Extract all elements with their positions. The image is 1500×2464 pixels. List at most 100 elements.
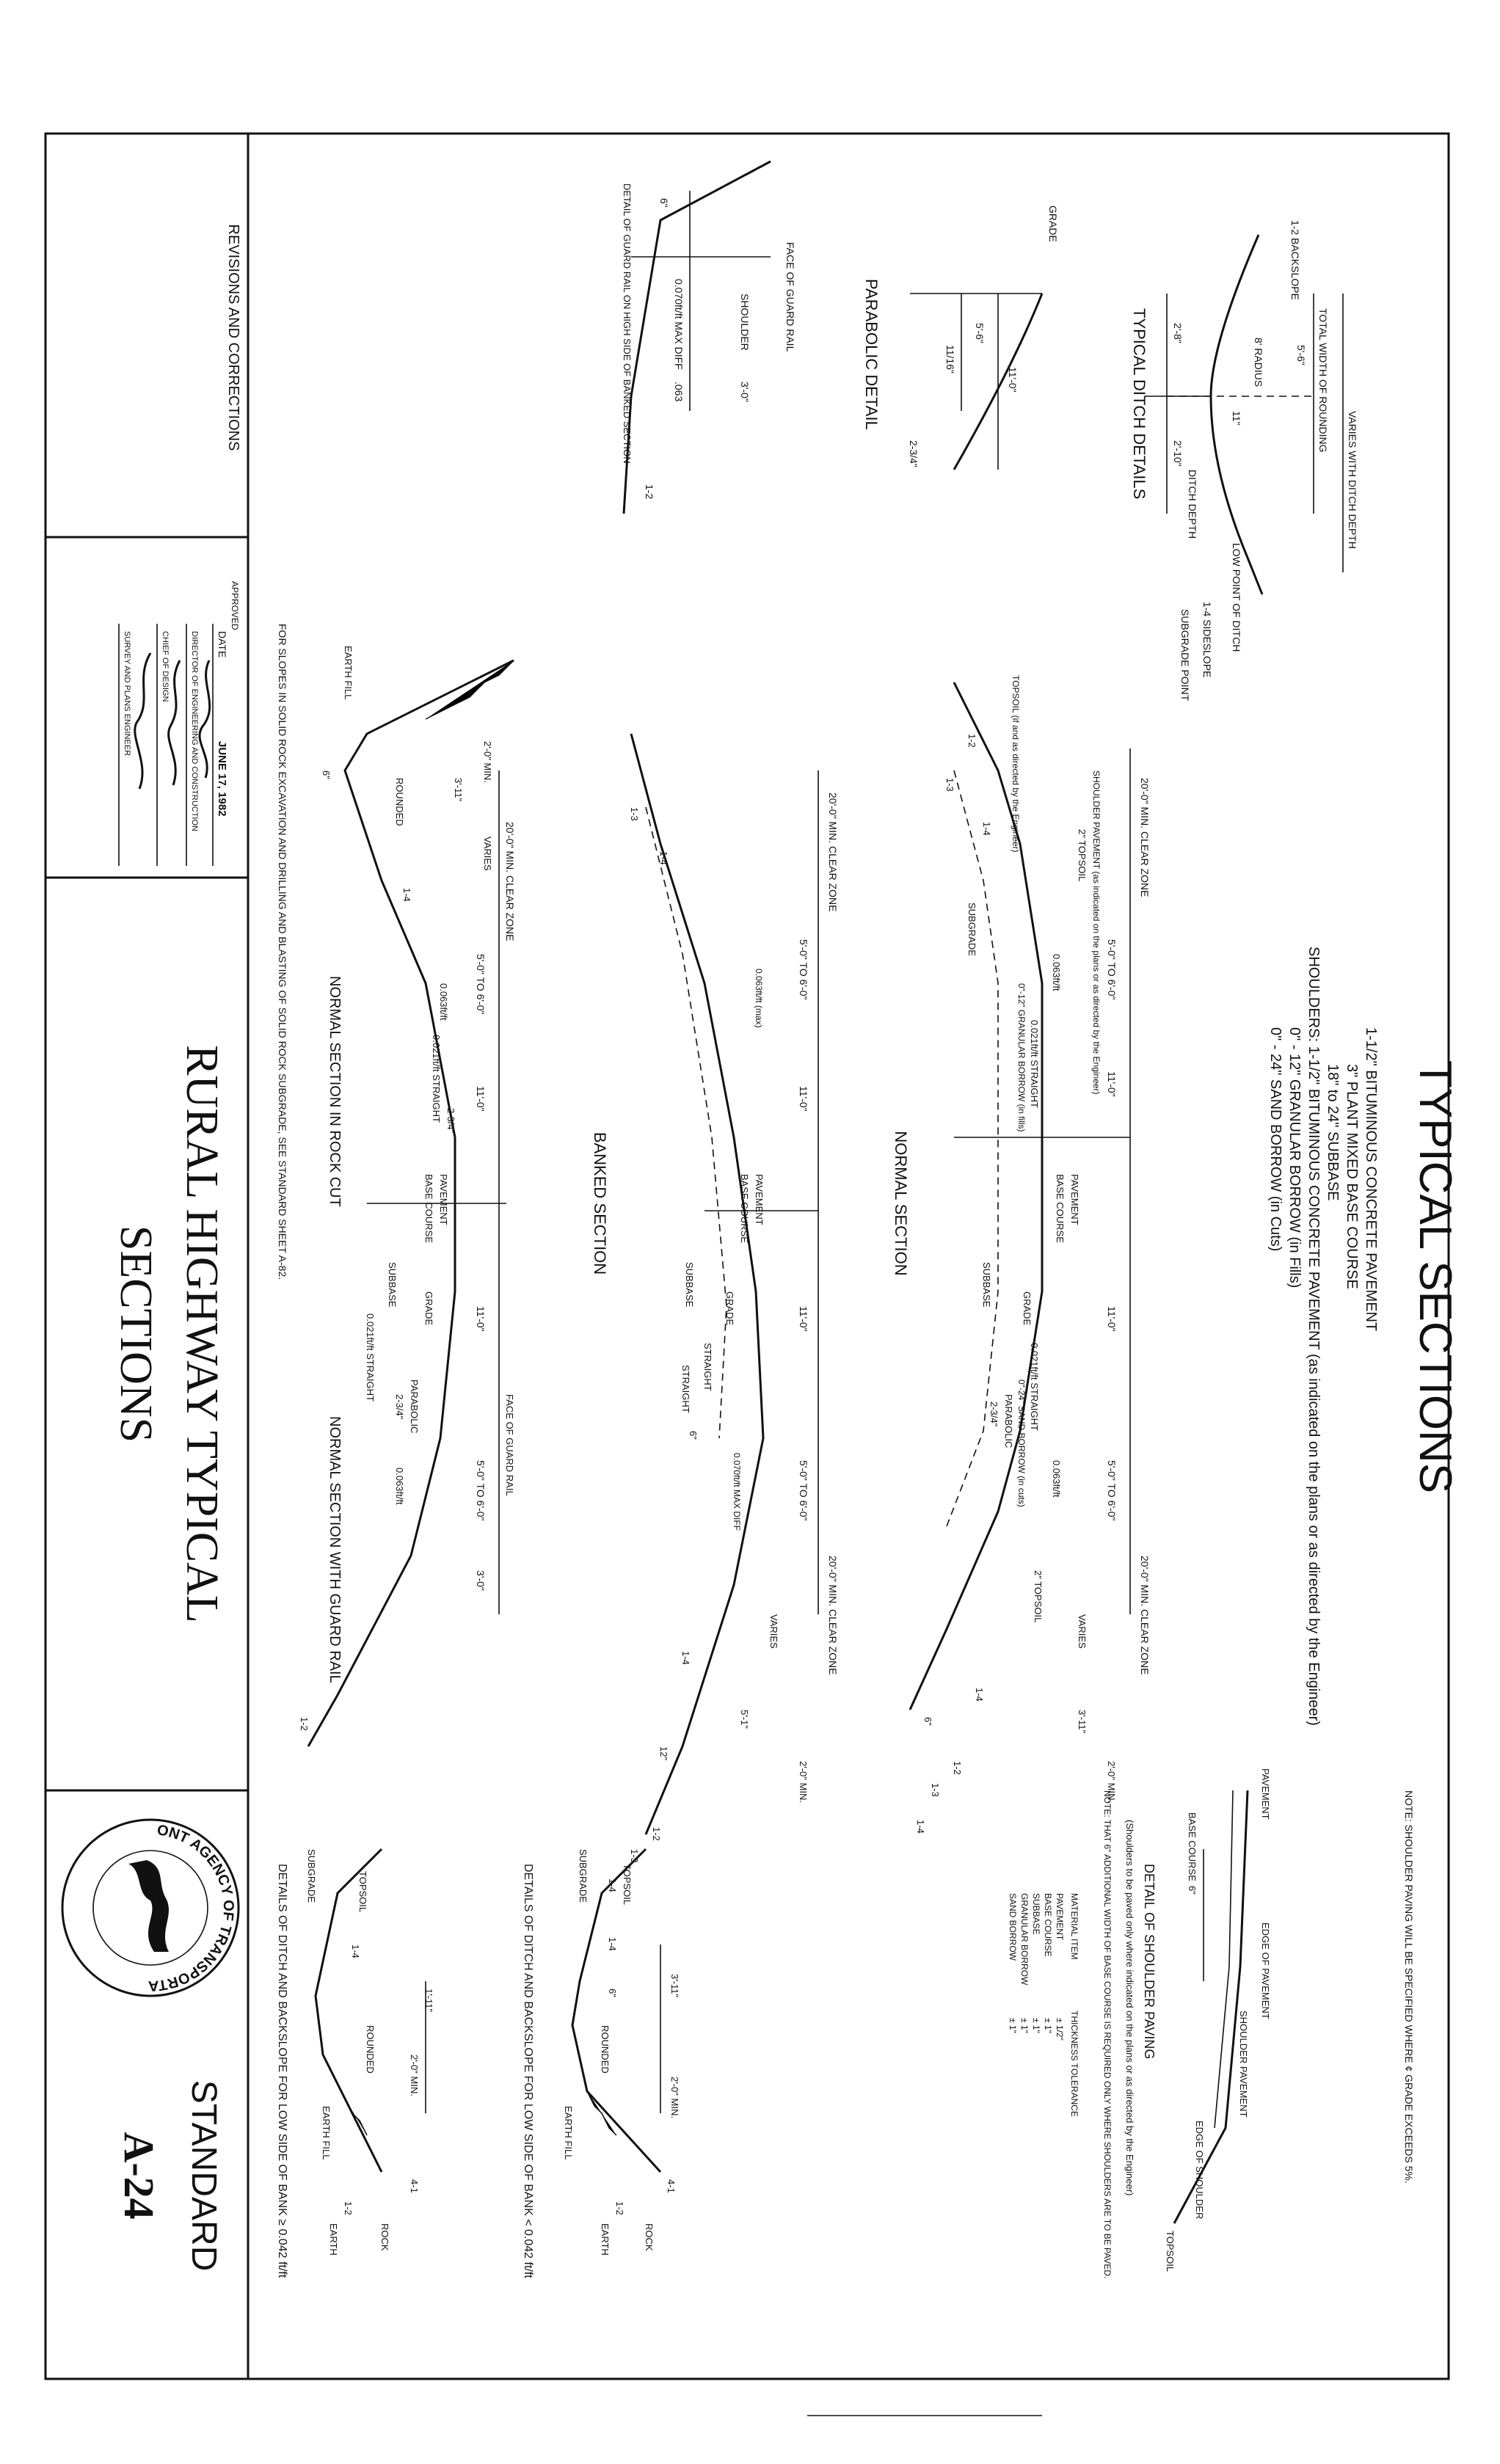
gr-lane: 11'-0"	[475, 1306, 487, 1332]
sp-topsoil: TOPSOIL	[1165, 2231, 1176, 2272]
bs-slope-1-4-right: 1-4	[680, 1651, 691, 1665]
table-row-base-tol: ± 1"	[1043, 2018, 1053, 2033]
sheet-border	[44, 132, 1450, 2380]
guard-rail-section-title: NORMAL SECTION WITH GUARD RAIL	[327, 1416, 343, 1683]
ns-2-3-4: 2-3/4"	[989, 1402, 1000, 1427]
table-row-granular: GRANULAR BORROW	[1019, 1893, 1030, 1986]
bs-5-1: 5'-1"	[739, 1710, 750, 1729]
bs-max-diff: 0.070ft/ft MAX DIFF	[732, 1453, 742, 1531]
bs-slope-1-4-ditch: 1-4	[607, 1878, 618, 1892]
bs-pavement: PAVEMENT	[754, 1174, 765, 1225]
bs-slope-063: 0.063ft/ft (max)	[754, 969, 764, 1028]
sp-base-course: BASE COURSE	[1187, 1812, 1198, 1881]
table-header-item: MATERIAL ITEM	[1069, 1893, 1080, 1960]
bs-slope-1-3-left: 1-3	[629, 807, 640, 821]
ns-2ft-min: 2'-0" MIN.	[1106, 1761, 1117, 1803]
bs-slope-1-4-left: 1-4	[658, 851, 669, 865]
ns-slope-1-4-ditch: 1-4	[915, 1820, 926, 1834]
rc-2-3-4: 2-3/4"	[445, 1108, 456, 1134]
table-row-sand: SAND BORROW	[1008, 1893, 1018, 1961]
ns-slope-1-4-left: 1-4	[981, 822, 992, 836]
gr-slope-1-2: 1-2	[299, 1717, 310, 1731]
label-5-6: 5'-6"	[1295, 345, 1307, 365]
shoulder-paving-title: DETAIL OF SHOULDER PAVING	[1142, 1864, 1157, 2059]
parabolic-11-16: 11/16"	[944, 345, 956, 373]
label-2-10: 2'-10"	[1172, 440, 1184, 467]
main-title: TYPICAL SECTIONS	[1410, 1060, 1460, 1493]
sp-6in: 6"	[1187, 1886, 1198, 1895]
material-shoulders: SHOULDERS: 1-1/2" BITUMINOUS CONCRETE PA…	[1306, 947, 1322, 1726]
ns-lane-left: 11'-0"	[1106, 1071, 1118, 1097]
bs-clear-zone-right: 20'-0" MIN. CLEAR ZONE	[827, 1556, 839, 1674]
parabolic-detail-title: PARABOLIC DETAIL	[862, 279, 881, 430]
rc-6in: 6"	[321, 770, 332, 779]
dh-1-4: 1-4	[350, 1944, 361, 1958]
standard-number: A-24	[115, 2132, 163, 2219]
dl-rock: ROCK	[644, 2223, 655, 2251]
gr-2-3-4: 2-3/4"	[394, 1394, 405, 1420]
rock-cut-title: NORMAL SECTION IN ROCK CUT	[327, 976, 343, 1207]
ns-shoulder-left: 5'-0" TO 6'-0"	[1106, 939, 1118, 999]
ns-varies: VARIES	[1077, 1614, 1088, 1649]
gr-3ft: 3'-0"	[475, 1570, 487, 1591]
parabolic-detail: GRADE 11'-0" 5'-6" 11/16" 2-3/4" PARABOL…	[862, 205, 1059, 470]
rc-063: 0.063ft/ft	[438, 983, 449, 1021]
rc-varies: VARIES	[482, 836, 493, 871]
material-sand-borrow: 0" - 24" SAND BORROW (in Cuts)	[1267, 1027, 1284, 1251]
rc-base-course: BASE COURSE	[423, 1174, 434, 1243]
rc-earth-fill: EARTH FILL	[343, 646, 354, 699]
dh-topsoil: TOPSOIL	[357, 1871, 368, 1912]
label-total-width-rounding: TOTAL WIDTH OF ROUNDING	[1317, 308, 1329, 453]
table-header-tolerance: THICKNESS TOLERANCE	[1069, 2011, 1080, 2117]
banked-section-profile	[630, 733, 765, 1835]
dl-earth-fill: EARTH FILL	[563, 2106, 574, 2159]
bs-2ft-min: 2'-0" MIN.	[798, 1761, 809, 1803]
dl-2ft-min: 2'-0" MIN.	[669, 2077, 680, 2118]
label-backslope: 1-2 BACKSLOPE	[1289, 220, 1301, 300]
table-row-granular-tol: ± 1"	[1019, 2018, 1030, 2033]
table-row-subbase: SUBBASE	[1031, 1893, 1041, 1935]
bs-slope-1-3-right: 1-3	[629, 1849, 640, 1863]
date-value: JUNE 17, 1982	[216, 741, 228, 817]
ns-021-left: 0.021ft/ft STRAIGHT	[1029, 1020, 1040, 1108]
ns-parabolic: PARABOLIC	[1003, 1394, 1014, 1448]
dh-4-1: 4-1	[409, 2179, 420, 2193]
bs-6in: 6"	[688, 1431, 699, 1440]
label-11in: 11"	[1231, 411, 1242, 426]
dh-earth: EARTH	[328, 2223, 339, 2256]
label-ditch-depth: DITCH DEPTH	[1187, 470, 1198, 539]
guard-rail-profile	[307, 1137, 456, 1747]
signer-chief: CHIEF OF DESIGN	[161, 631, 170, 702]
dh-1-11: 1'-11"	[423, 1989, 434, 2013]
bs-shoulder-left: 5'-0" TO 6'-0"	[798, 939, 809, 999]
ns-topsoil-engineer: TOPSOIL (if and as directed by the Engin…	[1011, 675, 1021, 852]
normal-section: 20'-0" MIN. CLEAR ZONE 5'-0" TO 6'-0" 11…	[892, 675, 1151, 1834]
rc-shoulder: 5'-0" TO 6'-0"	[475, 954, 487, 1014]
bs-varies: VARIES	[768, 1614, 779, 1649]
gr-subbase: SUBBASE	[387, 1262, 398, 1308]
ditch-details-title: TYPICAL DITCH DETAILS	[1130, 308, 1148, 499]
ns-shoulder-right: 5'-0" TO 6'-0"	[1106, 1460, 1118, 1520]
ditch-backslope-low: TOPSOIL SUBGRADE 1-4 3'-11" 2'-0" MIN. R…	[522, 1848, 680, 2278]
banked-section-title: BANKED SECTION	[591, 1132, 609, 1275]
gr-063: 0.063ft/ft	[394, 1468, 405, 1505]
bs-12in: 12"	[658, 1746, 669, 1760]
shoulder-note: NOTE: SHOULDER PAVING WILL BE SPECIFIED …	[1403, 1790, 1415, 2184]
ns-3-11: 3'-11"	[1077, 1710, 1088, 1734]
rc-lane: 11'-0"	[475, 1086, 487, 1112]
guard-rail-detail-title: DETAIL OF GUARD RAIL ON HIGH SIDE OF BAN…	[622, 183, 633, 464]
date-label: DATE	[216, 631, 228, 657]
bs-lane-left: 11'-0"	[798, 1086, 809, 1112]
ns-clear-zone-right: 20'-0" MIN. CLEAR ZONE	[1139, 1556, 1151, 1674]
rock-cut-profile	[343, 659, 514, 1138]
sp-shoulder-pavement: SHOULDER PAVEMENT	[1238, 2011, 1249, 2117]
ns-lane-right: 11'-0"	[1106, 1306, 1118, 1332]
shoulder-paving-subtitle: (Shoulders to be paved only where indica…	[1124, 1820, 1135, 2195]
gr-1-2: 1-2	[644, 484, 655, 499]
material-subbase: 18" to 24" SUBBASE	[1325, 1064, 1341, 1201]
label-sideslope: 1-4 SIDESLOPE	[1201, 602, 1213, 678]
ns-slope-1-3-right: 1-3	[930, 1783, 941, 1797]
signature-3	[134, 652, 152, 790]
